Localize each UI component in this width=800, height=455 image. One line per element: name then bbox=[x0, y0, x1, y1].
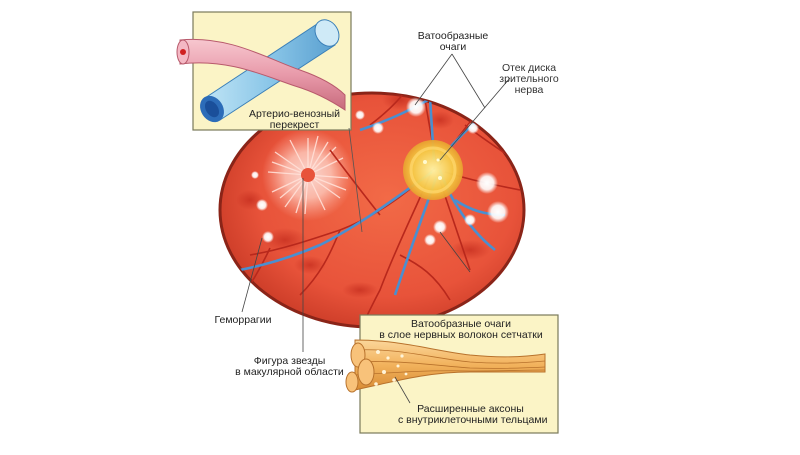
label-line: Геморрагии bbox=[203, 315, 283, 326]
label-optic-disc-edema: Отек диска зрительного нерва bbox=[488, 63, 570, 96]
label-line: нерва bbox=[488, 85, 570, 96]
optic-disc bbox=[403, 140, 463, 200]
label-line: в макулярной области bbox=[227, 367, 352, 378]
label-line: с внутриклеточными тельцами bbox=[398, 415, 543, 426]
label-cotton-wool-spots: Ватообразные очаги bbox=[408, 31, 498, 53]
macular-star-figure bbox=[262, 129, 354, 221]
label-hemorrhages: Геморрагии bbox=[203, 315, 283, 326]
label-nerve-fiber-spots: Ватообразные очаги в слое нервных волоко… bbox=[365, 319, 557, 341]
label-swollen-axons: Расширенные аксоны с внутриклеточными те… bbox=[398, 404, 543, 426]
label-line: перекрест bbox=[232, 120, 357, 131]
label-arteriovenous-crossing: Артерио-венозный перекрест bbox=[232, 109, 357, 131]
label-line: в слое нервных волокон сетчатки bbox=[365, 330, 557, 341]
label-line: очаги bbox=[408, 42, 498, 53]
label-macular-star: Фигура звезды в макулярной области bbox=[227, 356, 352, 378]
